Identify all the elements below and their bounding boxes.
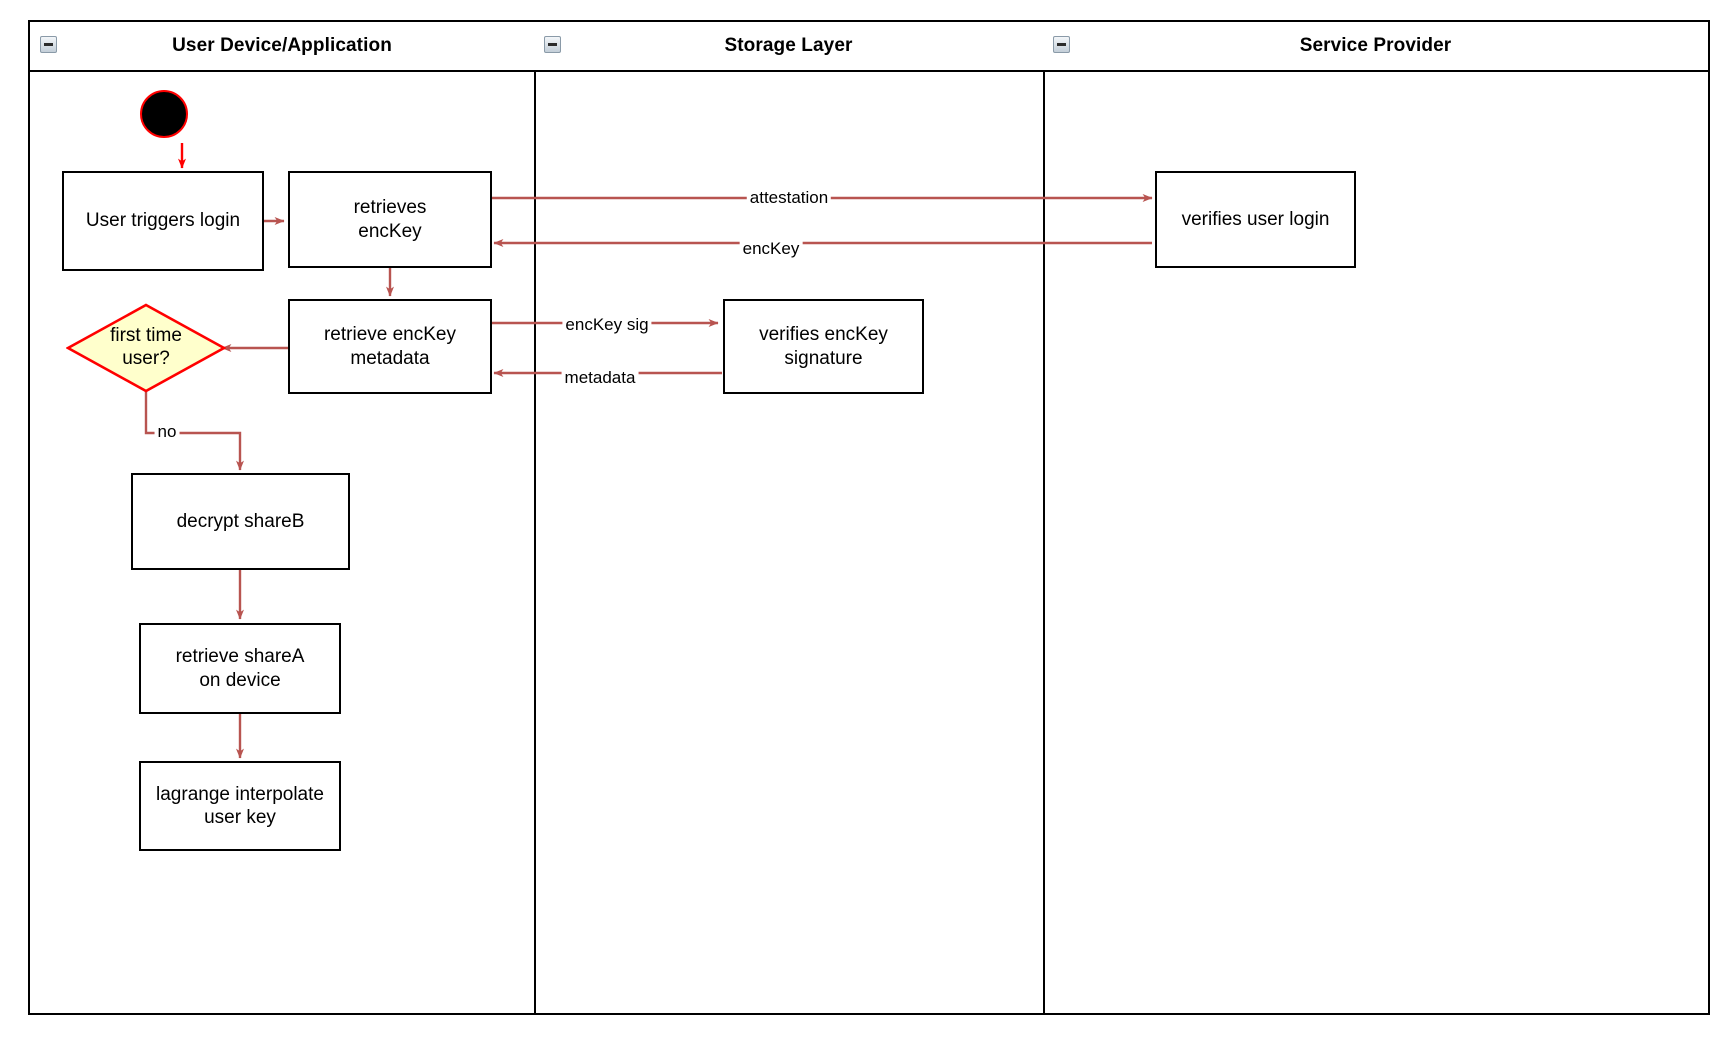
lane-separator-2 xyxy=(1043,22,1045,1013)
node-decrypt-shareb[interactable]: decrypt shareB xyxy=(131,473,350,570)
node-retrieve-enckey-metadata[interactable]: retrieve encKey metadata xyxy=(288,299,492,394)
node-retrieves-enckey[interactable]: retrieves encKey xyxy=(288,171,492,268)
lane-title-storage-layer: Storage Layer xyxy=(724,35,853,56)
node-verifies-user-login[interactable]: verifies user login xyxy=(1155,171,1356,268)
node-first-time-user-decision[interactable]: first time user? xyxy=(66,303,226,393)
edge-label-attestation: attestation xyxy=(746,188,832,208)
lane-title-user-device: User Device/Application xyxy=(172,35,392,56)
node-user-triggers-login[interactable]: User triggers login xyxy=(62,171,264,271)
decision-label: first time user? xyxy=(110,325,182,369)
node-verifies-enckey-signature[interactable]: verifies encKey signature xyxy=(723,299,924,394)
lane-header-storage-layer: Storage Layer xyxy=(534,22,1043,72)
node-lagrange-interpolate-user-key[interactable]: lagrange interpolate user key xyxy=(139,761,341,851)
lane-header-user-device: User Device/Application xyxy=(30,22,534,72)
edge-label-enckey-sig: encKey sig xyxy=(562,315,652,335)
lane-separator-1 xyxy=(534,22,536,1013)
lane-header-service-provider: Service Provider xyxy=(1043,22,1708,72)
collapse-minus-icon-storage-layer[interactable] xyxy=(544,36,561,53)
edge-label-enckey: encKey xyxy=(739,239,803,259)
node-retrieve-sharea-on-device[interactable]: retrieve shareA on device xyxy=(139,623,341,714)
collapse-minus-icon-user-device[interactable] xyxy=(40,36,57,53)
lane-title-service-provider: Service Provider xyxy=(1299,35,1452,56)
edge-label-no: no xyxy=(154,422,180,442)
edge-label-metadata: metadata xyxy=(561,368,639,388)
start-node[interactable] xyxy=(140,90,188,138)
collapse-minus-icon-service-provider[interactable] xyxy=(1053,36,1070,53)
